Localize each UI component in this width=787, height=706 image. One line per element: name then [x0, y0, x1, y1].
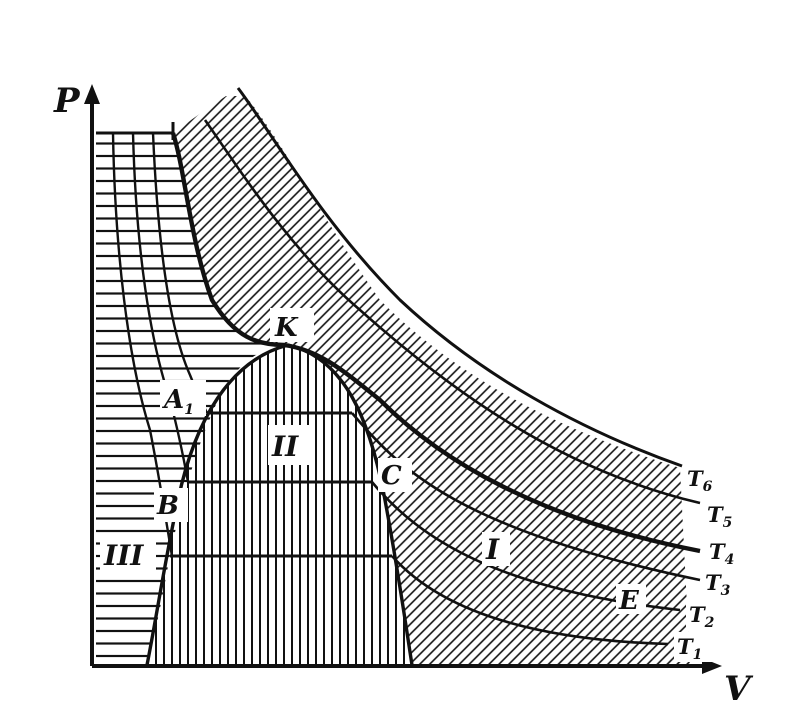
isotherm-label-t3-main: T: [705, 570, 722, 595]
isotherm-T4-critical: [170, 132, 701, 554]
x-axis-label: V: [724, 669, 754, 706]
isotherm-label-t1-sub: 1: [693, 647, 703, 663]
two-phase-region-hatch: [147, 345, 412, 665]
label-bg-t4: [706, 537, 746, 567]
isotherm-label-t5-main: T: [707, 502, 724, 527]
region-i-label: I: [485, 533, 500, 566]
point-b-label: B: [156, 491, 179, 521]
region-iii-label: III: [103, 539, 144, 572]
label-bg-i: [482, 532, 510, 566]
point-c-label: C: [381, 461, 402, 491]
label-bg-c: [378, 458, 412, 492]
label-bg-ii: [268, 425, 314, 465]
region-ii-label: II: [271, 430, 299, 463]
isotherm-label-t3-sub: 3: [721, 583, 731, 599]
point-a1-label: A1: [161, 385, 194, 418]
isotherm-label-t5: T5: [707, 502, 732, 531]
isotherm-label-t2: T2: [689, 602, 715, 631]
isotherm-T6: [236, 87, 683, 468]
isotherm-T1: [391, 555, 669, 646]
label-bg-k: [270, 308, 314, 342]
isotherm-label-t6-sub: 6: [703, 479, 713, 495]
isotherm-label-t4: T4: [709, 539, 734, 568]
isotherm-label-t4-main: T: [709, 539, 726, 564]
isotherm-T2: [370, 481, 681, 612]
label-bg-t5: [704, 500, 744, 530]
y-axis-label: P: [53, 81, 81, 121]
label-bg-b: [154, 488, 188, 522]
isotherm-label-t6: T6: [687, 466, 713, 495]
label-bg-t3: [702, 568, 742, 598]
isotherm-label-t5-sub: 5: [723, 515, 733, 531]
y-axis-arrowhead: [84, 84, 100, 104]
label-bg-e: [616, 584, 646, 614]
label-bg-t1: [674, 632, 714, 662]
critical-point-label: K: [274, 313, 299, 343]
point-a1-sub: 1: [184, 402, 194, 418]
label-bg-t2: [686, 600, 726, 630]
isotherm-label-t1: T1: [677, 634, 702, 663]
isotherm-label-t2-main: T: [689, 602, 706, 627]
label-bg-t6: [684, 462, 726, 494]
label-bg-a1: [160, 380, 206, 416]
gas-region-hatch: [173, 96, 690, 665]
isotherm-label-t4-sub: 4: [725, 552, 735, 568]
isotherm-label-t6-main: T: [687, 466, 704, 491]
liquid-isotherm-2: [131, 132, 190, 483]
point-e-label: E: [618, 586, 640, 616]
isotherm-T3: [351, 412, 701, 582]
point-a1-main: A: [161, 385, 184, 415]
isotherm-T5: [203, 119, 701, 505]
isotherm-label-t2-sub: 2: [704, 615, 715, 631]
label-bg-iii: [100, 538, 156, 574]
isotherm-label-t3: T3: [705, 570, 731, 599]
isotherm-label-t1-main: T: [677, 634, 694, 659]
